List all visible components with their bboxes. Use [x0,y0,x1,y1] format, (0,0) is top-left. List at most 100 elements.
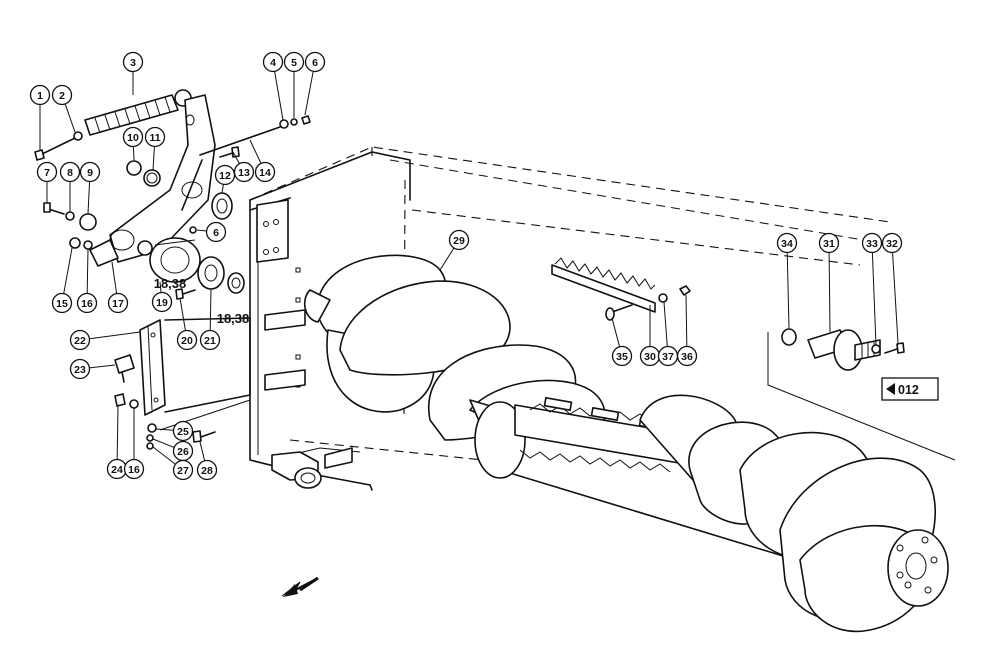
callout-number: 31 [823,238,835,250]
callout-20: 20 [176,297,198,351]
callout-number: 16 [81,298,93,310]
callout-circle [123,458,145,480]
callout-number: 8 [67,167,73,179]
callout-8: 8 [59,161,81,212]
callout-number: 10 [127,132,139,144]
callout-10: 10 [122,126,144,161]
callout-number: 29 [453,235,465,247]
callout-number: 6 [213,227,219,239]
callout-circle [676,345,698,367]
callout-leader [87,181,91,215]
callout-3: 3 [122,51,144,95]
serrated-strip [551,257,656,313]
callout-leader [221,184,224,194]
callout-number: 28 [201,465,213,477]
callout-4: 4 [262,51,284,121]
callout-circle [151,291,173,313]
callout-circle [254,161,276,183]
auger-assembly [303,254,949,633]
callout-number: 21 [204,335,216,347]
callout-23: 23 [69,358,116,380]
plain-label-layer: 18,38 18,38 [154,276,250,326]
callout-16: 16 [76,248,98,314]
callout-circle [79,161,101,183]
callout-leader [89,331,141,340]
callout-5: 5 [283,51,305,118]
callout-leader [155,428,174,431]
callout-29: 29 [439,229,470,271]
callout-19: 19 [151,281,173,313]
callout-11: 11 [144,126,166,171]
callout-9: 9 [79,161,101,215]
callout-circle [611,345,633,367]
callout-number: 9 [87,167,93,179]
callout-circle [51,292,73,314]
strip-bolts [605,285,691,321]
callout-leader [232,151,240,164]
part-label-18-38: 18,38 [154,276,187,291]
reference-label: 012 [898,383,919,397]
callout-circle [262,51,284,73]
callout-21: 21 [199,288,221,351]
callout-6: 6 [196,221,227,243]
callout-number: 13 [238,167,250,179]
callout-6: 6 [304,51,326,116]
callout-number: 3 [130,57,136,69]
callout-24: 24 [106,405,128,480]
callout-25: 25 [155,420,194,442]
callout-number: 25 [177,426,189,438]
callout-28: 28 [196,441,218,481]
callout-leader [89,364,116,369]
callout-leader [892,252,899,344]
callout-leader [199,441,206,461]
callout-leader [116,405,119,460]
callout-number: 30 [644,351,656,363]
callout-leader [249,139,262,164]
callout-leader [209,288,212,331]
callout-number: 12 [219,170,231,182]
callout-26: 26 [152,438,194,462]
callout-36: 36 [676,294,698,367]
callout-leader [611,317,621,347]
callout-leader [871,252,877,346]
callout-12: 12 [214,164,236,194]
callout-17: 17 [107,261,129,314]
callout-circle [205,221,227,243]
callout-circle [448,229,470,251]
callout-number: 1 [37,90,43,102]
callout-circle [199,329,221,351]
callout-leader [304,71,314,116]
callout-leader [786,252,790,329]
callout-circle [69,358,91,380]
part-label-18-38: 18,38 [217,311,250,326]
callout-22: 22 [69,329,141,351]
callout-circle [36,161,58,183]
callout-31: 31 [818,232,840,333]
callout-number: 26 [177,446,189,458]
callout-circle [144,126,166,148]
callout-15: 15 [51,247,73,314]
callout-circle [59,161,81,183]
callout-leader [828,252,831,333]
callout-circle [76,292,98,314]
callout-circle [51,84,73,106]
callout-leader [111,261,118,294]
callout-30: 30 [639,305,661,367]
callout-number: 23 [74,364,86,376]
callout-13: 13 [232,151,255,183]
callout-number: 35 [616,351,628,363]
callout-number: 7 [44,167,50,179]
callout-number: 37 [662,351,674,363]
callout-number: 17 [112,298,124,310]
callout-leader [179,297,186,331]
callout-number: 36 [681,351,693,363]
auger-housing [249,146,891,491]
callout-32: 32 [881,232,903,344]
callout-number: 2 [59,90,65,102]
callout-number: 4 [270,57,276,69]
callout-circle [196,459,218,481]
callout-circle [818,232,840,254]
callout-circle [172,459,194,481]
callout-circle [172,420,194,442]
